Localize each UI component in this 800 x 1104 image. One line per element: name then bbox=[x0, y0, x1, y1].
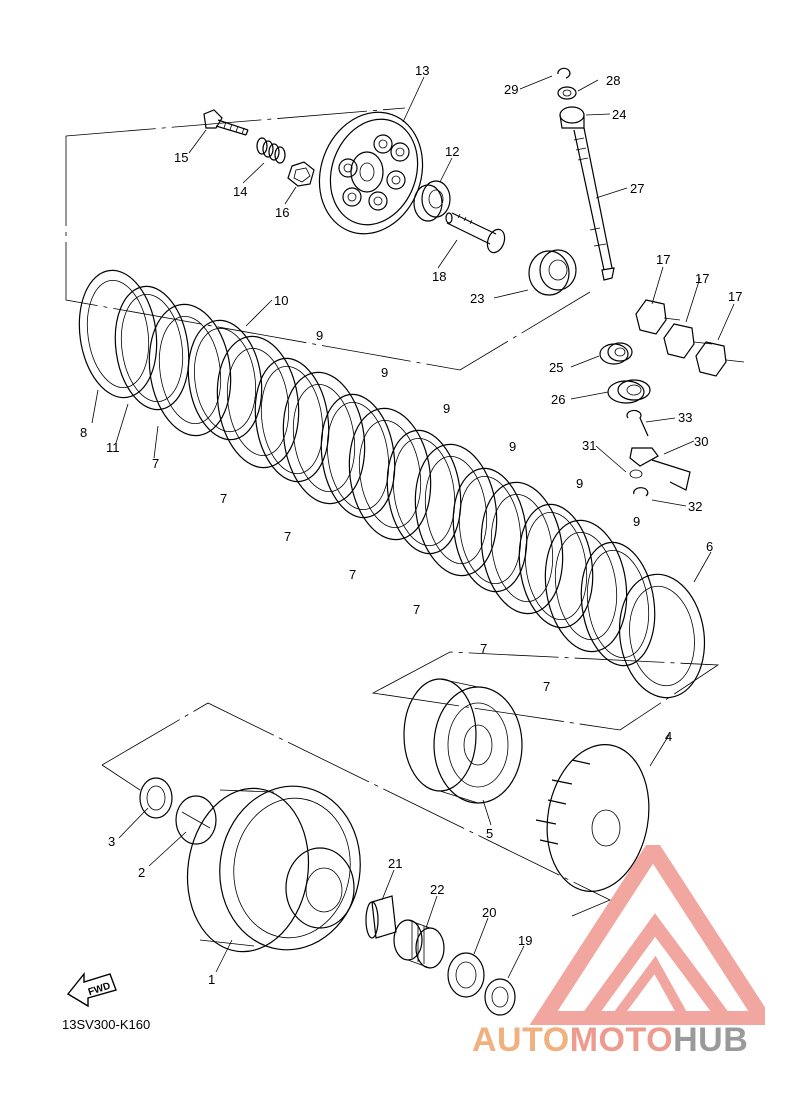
callout-28: 28 bbox=[606, 73, 620, 88]
friction-plate-7g bbox=[544, 519, 628, 653]
callout-9b: 9 bbox=[381, 365, 388, 380]
callout-3: 3 bbox=[108, 834, 115, 849]
callout-7c: 7 bbox=[284, 529, 291, 544]
bearing-12 bbox=[413, 180, 451, 222]
friction-plate-7f bbox=[480, 481, 564, 615]
callout-1: 1 bbox=[208, 972, 215, 987]
callout-4: 4 bbox=[665, 729, 672, 744]
friction-plate-7c bbox=[282, 371, 366, 505]
needle-bearing-22 bbox=[393, 919, 445, 969]
callout-27: 27 bbox=[630, 181, 644, 196]
callout-7f: 7 bbox=[480, 641, 487, 656]
callout-5: 5 bbox=[486, 826, 493, 841]
callout-13: 13 bbox=[415, 63, 429, 78]
clutch-plate-stack bbox=[78, 269, 706, 699]
callout-9c: 9 bbox=[443, 401, 450, 416]
callout-29: 29 bbox=[504, 82, 518, 97]
lock-nut-23 bbox=[528, 249, 577, 296]
washer-3 bbox=[139, 777, 173, 819]
callout-19: 19 bbox=[518, 933, 532, 948]
callout-9d: 9 bbox=[509, 439, 516, 454]
automotohub-logo-icon bbox=[529, 845, 765, 1025]
washer-19 bbox=[484, 978, 516, 1016]
lever-assembly-30 bbox=[626, 409, 691, 497]
callout-25: 25 bbox=[549, 360, 563, 375]
clutch-housing-1 bbox=[186, 785, 361, 953]
friction-plate-7d bbox=[348, 407, 432, 541]
watermark-hub: HUB bbox=[673, 1021, 749, 1059]
callout-7g: 7 bbox=[543, 679, 550, 694]
spring-plate-10 bbox=[187, 319, 263, 441]
callout-11: 11 bbox=[106, 440, 120, 455]
clutch-boss-5 bbox=[403, 678, 523, 804]
friction-plate-7e bbox=[414, 443, 498, 577]
callout-18: 18 bbox=[432, 269, 446, 284]
callout-6: 6 bbox=[706, 539, 713, 554]
plate-11 bbox=[114, 285, 190, 411]
callout-30: 30 bbox=[694, 434, 708, 449]
pressure-plate-4 bbox=[535, 744, 650, 892]
callout-15: 15 bbox=[174, 150, 188, 165]
pressure-plate-13 bbox=[318, 111, 424, 235]
push-rod-18 bbox=[445, 212, 506, 254]
leader-lines bbox=[91, 75, 735, 979]
callout-7e: 7 bbox=[413, 602, 420, 617]
callout-23: 23 bbox=[470, 291, 484, 306]
friction-plate-7b bbox=[216, 335, 300, 469]
friction-plate-6 bbox=[618, 573, 706, 699]
drawing-code: 13SV300-K160 bbox=[62, 1017, 151, 1032]
bearing-25 bbox=[599, 342, 633, 365]
callout-17c: 17 bbox=[728, 289, 742, 304]
callout-8: 8 bbox=[80, 425, 87, 440]
callout-26: 26 bbox=[551, 392, 565, 407]
callout-20: 20 bbox=[482, 905, 496, 920]
callout-9a: 9 bbox=[316, 328, 323, 343]
friction-plate-7a bbox=[148, 303, 232, 437]
callout-31: 31 bbox=[582, 438, 596, 453]
bolt-15 bbox=[203, 109, 249, 136]
retainer-16 bbox=[287, 161, 315, 187]
bearing-26 bbox=[607, 379, 651, 404]
watermark-moto: MOTO bbox=[569, 1021, 674, 1059]
callout-21: 21 bbox=[388, 856, 402, 871]
lock-washers-17 bbox=[635, 299, 745, 377]
callout-10: 10 bbox=[274, 293, 288, 308]
steel-plate-9f bbox=[580, 541, 656, 667]
callout-16: 16 bbox=[275, 205, 289, 220]
collar-21 bbox=[365, 895, 397, 939]
push-shaft-27 bbox=[557, 67, 615, 281]
callout-32: 32 bbox=[688, 499, 702, 514]
callout-14: 14 bbox=[233, 184, 247, 199]
steel-plate-9e bbox=[518, 503, 594, 629]
callout-7b: 7 bbox=[220, 491, 227, 506]
plate-8 bbox=[78, 269, 158, 399]
callout-9e: 9 bbox=[576, 476, 583, 491]
forward-direction-arrow-icon: FWD bbox=[66, 972, 117, 1008]
callout-24: 24 bbox=[612, 107, 626, 122]
washer-20 bbox=[447, 952, 485, 998]
watermark-auto: AUTO bbox=[472, 1021, 570, 1059]
callout-12: 12 bbox=[445, 144, 459, 159]
automotohub-watermark: AUTOMOTOHUB bbox=[472, 1020, 748, 1060]
callout-2: 2 bbox=[138, 865, 145, 880]
thrust-plate-2 bbox=[175, 795, 217, 845]
callout-17a: 17 bbox=[656, 252, 670, 267]
assembly-outlines bbox=[65, 107, 720, 917]
callout-labels: 13 12 15 14 16 18 23 29 28 24 27 25 26 3… bbox=[80, 63, 742, 987]
callout-33: 33 bbox=[678, 410, 692, 425]
callout-7d: 7 bbox=[349, 567, 356, 582]
callout-22: 22 bbox=[430, 882, 444, 897]
spring-14 bbox=[256, 137, 286, 164]
callout-7a: 7 bbox=[152, 456, 159, 471]
callout-9f: 9 bbox=[633, 514, 640, 529]
callout-17b: 17 bbox=[695, 271, 709, 286]
